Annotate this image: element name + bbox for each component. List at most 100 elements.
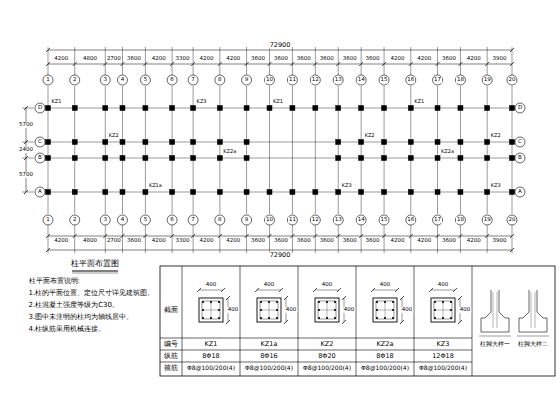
column-section <box>408 140 413 145</box>
stirrup-spec: Φ8@100/200(4) <box>187 365 236 371</box>
rebar-dot <box>376 317 378 319</box>
table-row-header: 截面 <box>164 307 179 314</box>
axis-letter: D <box>37 105 42 111</box>
dimension-tick <box>371 288 375 292</box>
extension-line <box>219 225 220 253</box>
dimension-tick <box>267 234 271 238</box>
extension-line <box>292 47 293 75</box>
extension-line <box>193 225 194 253</box>
column-section <box>244 140 249 145</box>
column-section <box>408 190 413 195</box>
dimension-text: 4200 <box>390 238 405 244</box>
grid-line <box>122 86 123 214</box>
dimension-tick <box>24 190 28 194</box>
axis-number: 8 <box>218 77 223 83</box>
axis-number: 16 <box>407 217 415 223</box>
axis-bubble <box>406 75 416 85</box>
column-section-outline <box>257 298 281 322</box>
dimension-tick <box>191 234 195 238</box>
column-section <box>510 190 515 195</box>
stirrup-spec: Φ8@100/200(4) <box>361 365 410 371</box>
extension-line <box>122 225 123 253</box>
rebar-dot <box>260 309 262 311</box>
section-dimension: 400 <box>437 282 449 288</box>
rebar-dot <box>376 309 378 311</box>
extension-line <box>22 192 34 193</box>
dimension-text: 3600 <box>296 56 311 62</box>
column-section <box>382 106 387 111</box>
axis-bubble <box>140 215 150 225</box>
axis-bubble <box>35 187 45 197</box>
rebar-dot <box>318 317 320 319</box>
dimension-text: 4200 <box>151 56 166 62</box>
column-section <box>359 140 364 145</box>
axis-bubble <box>356 75 366 85</box>
dimension-tick <box>46 234 50 238</box>
dimension-tick <box>46 62 50 66</box>
table-line <box>240 266 241 376</box>
dimension-text: 3600 <box>441 56 456 62</box>
rebar-dot <box>442 301 444 303</box>
extension-line <box>172 47 173 75</box>
dimension-tick <box>400 320 404 324</box>
dimension-tick <box>120 62 124 66</box>
axis-bubble <box>310 215 320 225</box>
dimension-tick <box>197 288 201 292</box>
axis-bubble <box>35 153 45 163</box>
dimension-tick <box>267 62 271 66</box>
axis-number: 17 <box>434 77 442 83</box>
stirrup-spec: Φ8@100/200(4) <box>419 365 468 371</box>
column-section-outline <box>199 298 223 322</box>
column-section <box>336 156 341 161</box>
column-tag: KZ2a <box>223 149 237 154</box>
rebar-dot <box>334 309 336 311</box>
dimension-tick <box>24 140 28 144</box>
rebar-dot <box>434 301 436 303</box>
grid-line <box>145 86 146 214</box>
dimension-tick <box>359 234 363 238</box>
axis-bubble <box>140 75 150 85</box>
note-text: 4.柱纵筋采用机械连接。 <box>28 326 106 333</box>
axis-bubble <box>515 103 525 113</box>
column-section <box>435 106 440 111</box>
column-section <box>217 156 222 161</box>
column-section <box>191 106 196 111</box>
axis-number: 3 <box>103 77 108 83</box>
table-line <box>298 266 299 376</box>
rebar-dot <box>392 309 394 311</box>
grid-line <box>172 86 173 214</box>
table-line <box>472 266 473 376</box>
dimension-tick <box>313 62 317 66</box>
tie <box>385 301 386 319</box>
axis-number: 19 <box>483 217 491 223</box>
dimension-tick <box>221 288 225 292</box>
column-section <box>313 190 318 195</box>
rebar-spec: 12Φ18 <box>432 353 455 360</box>
rebar-dot <box>318 309 320 311</box>
dimension-tick <box>46 248 50 252</box>
dimension-tick <box>429 288 433 292</box>
rebar-spec: 8Φ18 <box>376 353 395 360</box>
dimension-tick <box>226 320 230 324</box>
column-tag: KZ2 <box>108 133 119 138</box>
column-tag: KZ1 <box>272 99 283 104</box>
column-section <box>72 156 77 161</box>
axis-bubble <box>310 75 320 85</box>
dimension-text: 4200 <box>226 238 241 244</box>
dimension-text: 4200 <box>226 56 241 62</box>
dimension-tick <box>395 288 399 292</box>
column-section <box>336 190 341 195</box>
dimension-text: 4200 <box>151 238 166 244</box>
extension-line <box>361 225 362 253</box>
axis-number: 2 <box>72 77 77 83</box>
rebar-spec: 8Φ18 <box>202 353 221 360</box>
column-section <box>191 156 196 161</box>
dimension-text: 3900 <box>492 238 507 244</box>
extension-line <box>48 225 49 253</box>
column-section <box>458 190 463 195</box>
rebar-dot <box>450 317 452 319</box>
axis-letter: C <box>518 139 523 145</box>
dimension-text: 5700 <box>19 122 34 128</box>
rebar-dot <box>376 301 378 303</box>
dimension-line <box>431 290 455 291</box>
